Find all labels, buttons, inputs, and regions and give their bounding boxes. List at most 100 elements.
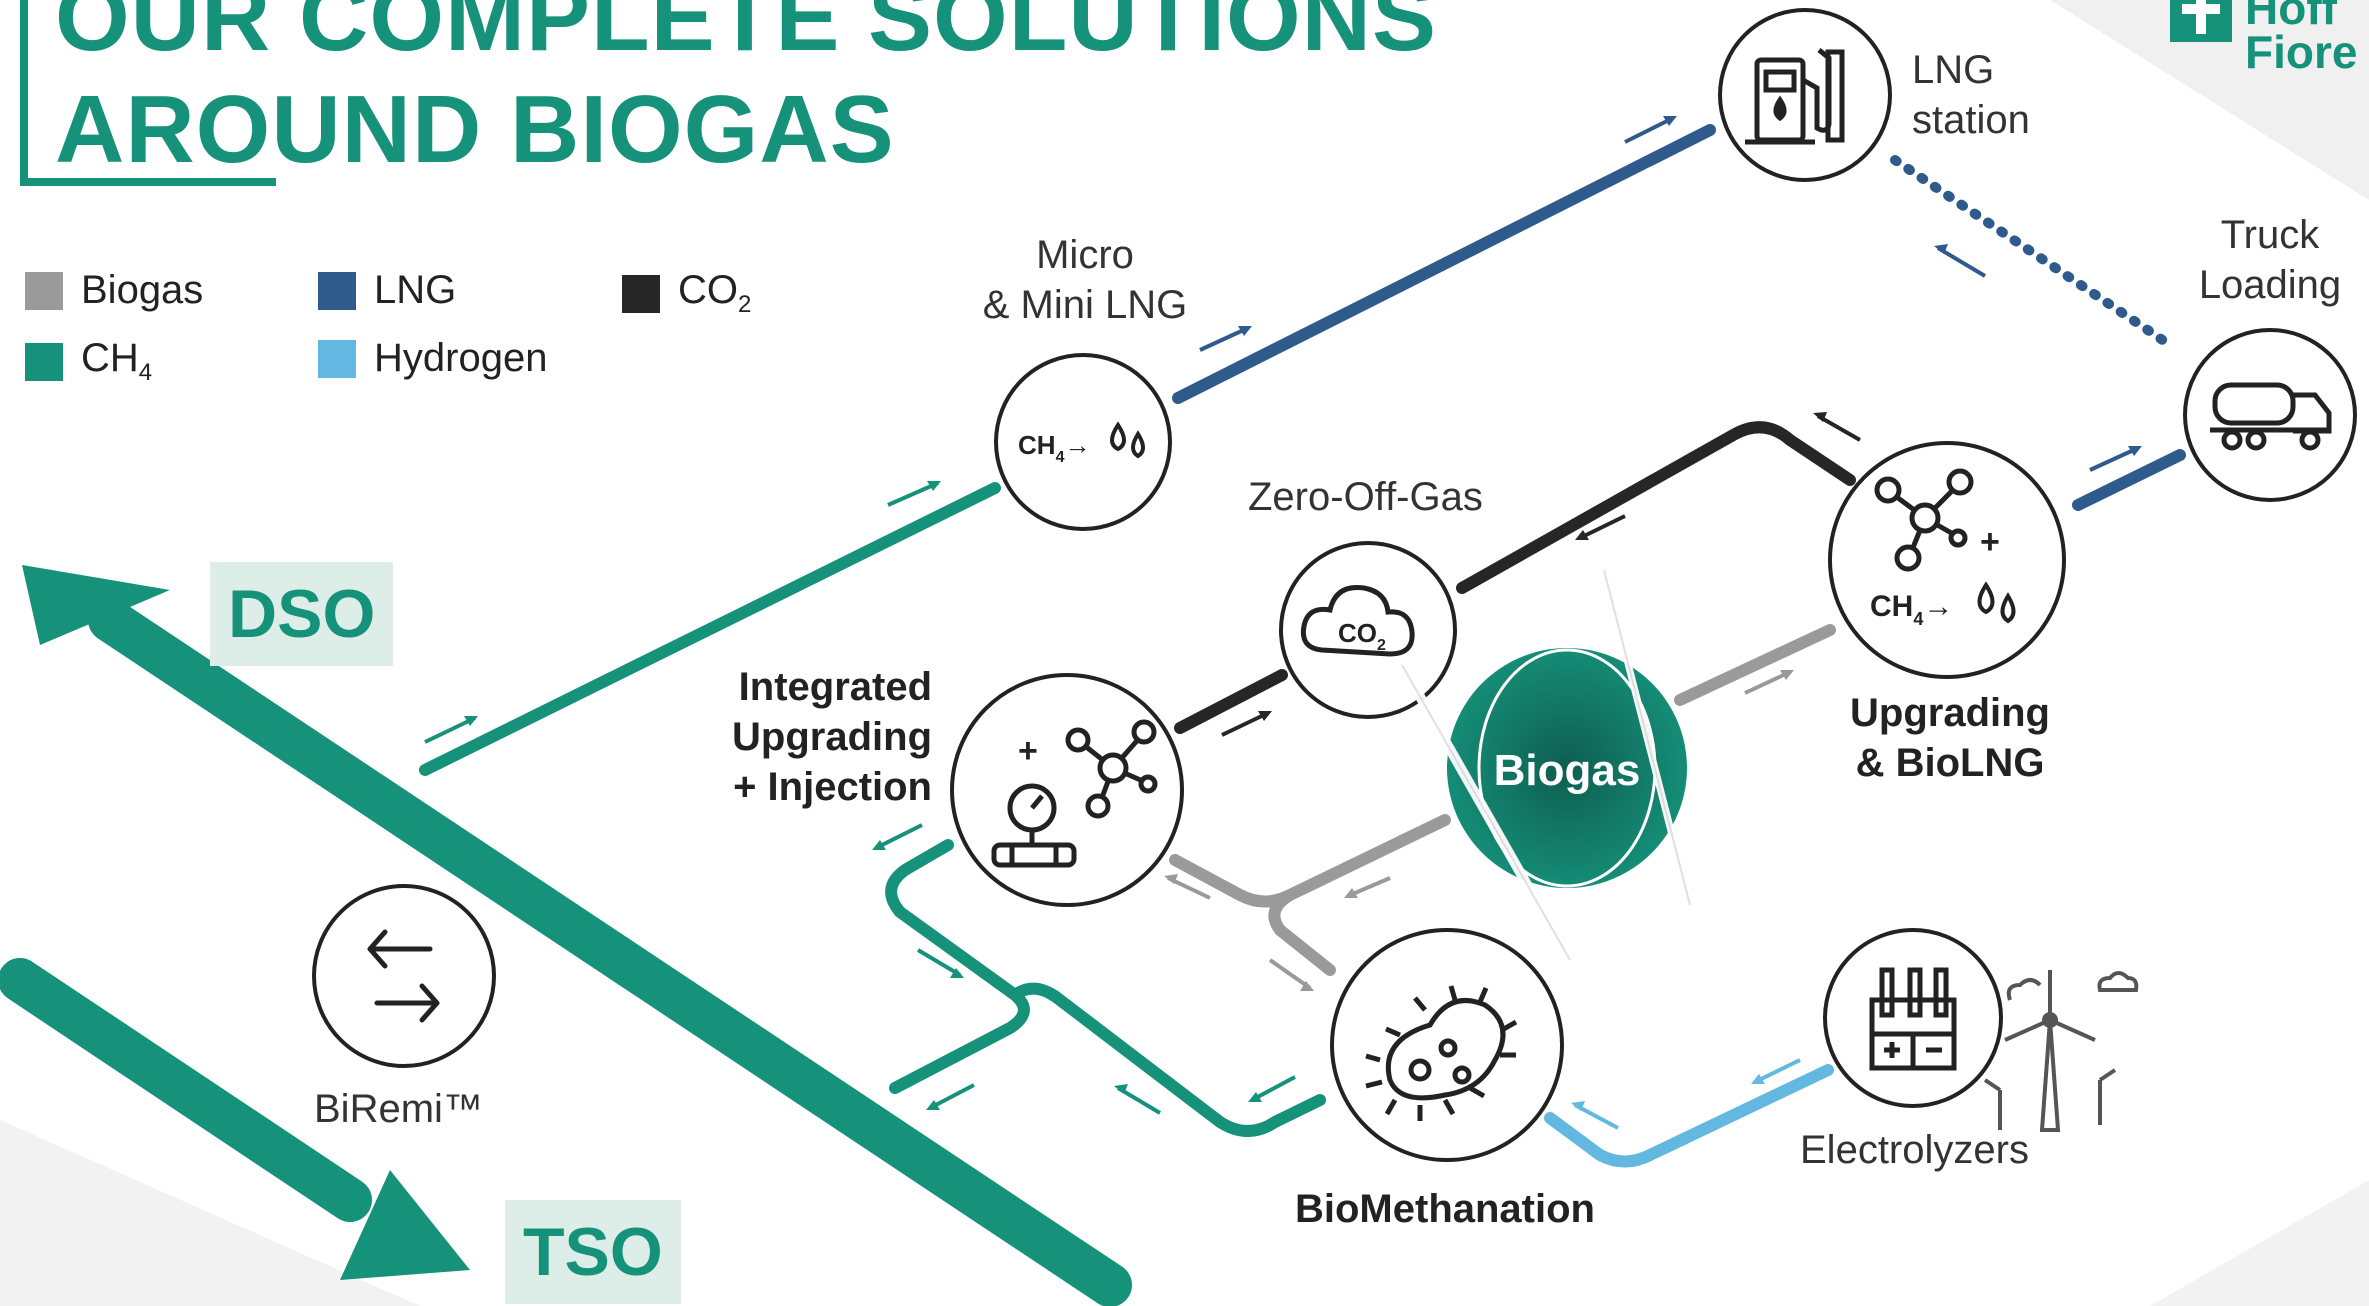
flow-arrow: [929, 1083, 975, 1110]
plus-icon: +: [1980, 523, 2000, 561]
legend-label: Hydrogen: [374, 336, 548, 380]
fuel-pump-icon: [1745, 48, 1845, 145]
flow-arrowhead: [1258, 711, 1272, 721]
tso-arrow: [0, 958, 470, 1280]
flow-arrow: [1754, 1058, 1801, 1084]
co2-line-to-zero-off-gas: [1456, 421, 1856, 594]
flow-arrowhead: [927, 481, 941, 491]
node-micro-lng: [994, 353, 1172, 531]
legend-swatch-lng: [318, 271, 356, 310]
swap-arrows-icon: [367, 929, 440, 1023]
label-line: Upgrading: [1850, 691, 2050, 735]
title-line-1: OUR COMPLETE SOLUTIONS: [55, 0, 1438, 71]
logo: Hoff Fiore: [2245, 0, 2358, 78]
biogas-line-branch: [1169, 814, 1451, 976]
legend-swatch-ch4: [25, 342, 63, 381]
flow-arrowhead: [1164, 874, 1178, 884]
legend-sub: 4: [138, 359, 153, 386]
legend-sub: 2: [738, 291, 752, 318]
flow-arrow: [1574, 1103, 1619, 1130]
legend-ch4: CH4: [25, 336, 152, 387]
flow-arrowhead: [1934, 244, 1948, 254]
label-integrated: Integrated Upgrading + Injection: [700, 662, 932, 812]
hydrogen-line: [1544, 1064, 1834, 1168]
label-line: LNG: [1912, 48, 1995, 92]
flow-arrowhead: [464, 716, 478, 726]
flow-arrow: [1744, 670, 1791, 695]
flow-arrowhead: [1575, 530, 1589, 540]
title-line-2: AROUND BIOGAS: [55, 76, 895, 183]
tso-label: TSO: [505, 1200, 681, 1304]
ch4-grid-lines: [885, 839, 1326, 1137]
label-biremi: BiRemi™: [314, 1087, 483, 1131]
dso-label: DSO: [210, 562, 394, 666]
flow-arrow: [1221, 711, 1269, 737]
legend-swatch-co2: [622, 274, 660, 313]
co2-line-to-integrated: [1174, 669, 1288, 734]
flow-arrowhead: [1238, 326, 1252, 336]
svg-text:CH4→: CH4→: [1018, 430, 1090, 466]
flow-arrow: [1624, 116, 1674, 144]
flow-arrow: [1199, 326, 1249, 352]
legend-co2: CO2: [622, 268, 751, 319]
legend-label: Biogas: [81, 268, 204, 312]
molecule-icon: [1874, 468, 1974, 572]
flow-arrowhead: [1751, 1074, 1765, 1084]
co2-cloud-icon: CO2: [1300, 584, 1415, 657]
svg-text:CH4→: CH4→: [1870, 590, 1953, 629]
ch4-to-liquid-icon: CH4→: [1018, 421, 1145, 466]
lng-line-to-station: [1172, 124, 1716, 404]
plus-icon: +: [1018, 732, 1038, 770]
legend-swatch-biogas: [25, 271, 63, 310]
label-truck-loading: Truck Loading: [2195, 210, 2345, 310]
tanker-truck-icon: [2210, 382, 2332, 451]
label-line: Truck: [2220, 213, 2320, 257]
label-line: & BioLNG: [1855, 741, 2045, 785]
node-biremi: [312, 884, 496, 1068]
flow-arrowhead: [950, 968, 964, 978]
flow-arrow: [1251, 1075, 1296, 1102]
node-electrolyzers: [1823, 928, 2003, 1108]
flow-arrowhead: [1248, 1092, 1262, 1102]
biogas-line-to-upgrading: [1674, 624, 1836, 706]
flow-arrowhead: [926, 1100, 940, 1110]
logo-text-bottom: Fiore: [2245, 26, 2358, 78]
legend-biogas: Biogas: [25, 268, 203, 313]
flow-arrowhead: [1813, 412, 1827, 422]
flow-arrow: [887, 481, 939, 507]
label-micro-lng: Micro & Mini LNG: [970, 230, 1200, 330]
label-line: Upgrading: [732, 715, 932, 759]
logo-cross-icon: [2182, 0, 2220, 34]
legend-swatch-hydrogen: [318, 339, 356, 378]
flow-arrow: [875, 823, 923, 850]
flow-arrow: [2089, 446, 2139, 472]
logo-text-top: Hoff: [2245, 0, 2337, 34]
flow-arrowhead: [1344, 888, 1358, 898]
label-line: Loading: [2198, 263, 2342, 307]
flow-arrowhead: [1571, 1101, 1585, 1111]
flow-arrowhead: [1300, 981, 1314, 991]
legend-label: LNG: [374, 268, 457, 312]
legend-label: CH: [81, 336, 139, 380]
legend-label: CO: [678, 268, 738, 312]
flow-arrow: [1268, 958, 1312, 990]
node-biomethanation: [1330, 928, 1564, 1162]
flow-arrow: [1116, 1086, 1162, 1115]
bacteria-icon: [1365, 985, 1518, 1121]
dso-arrow: [22, 565, 1132, 1306]
label-lng-station: LNG station: [1912, 45, 2030, 145]
label-line: Micro: [1036, 233, 1134, 277]
flow-arrow: [424, 716, 476, 744]
label-line: Integrated: [738, 665, 932, 709]
flow-arrow: [1817, 414, 1861, 442]
flow-arrow: [916, 948, 962, 977]
flow-arrow: [1936, 246, 1987, 278]
lng-line-to-truck: [2072, 449, 2186, 511]
biogas-center-node: [1397, 569, 1694, 963]
legend-hydrogen: Hydrogen: [318, 336, 547, 381]
wind-turbine-icon: [1983, 970, 2139, 1132]
label-line: & Mini LNG: [982, 283, 1188, 327]
flow-arrowhead: [2128, 446, 2142, 456]
